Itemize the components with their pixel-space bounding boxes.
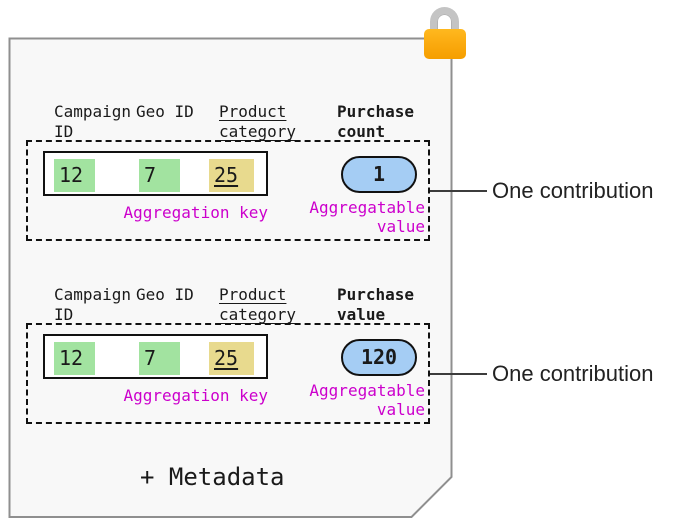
contribution-boundary (26, 140, 430, 241)
metadata-label: + Metadata (140, 463, 285, 491)
column-header-campaign-id: Campaign ID (54, 285, 132, 324)
contribution-record-value: Campaign ID Geo ID Product category Purc… (0, 285, 700, 445)
aggregation-key-box: 12 7 25 (43, 334, 268, 379)
aggregatable-value-label: Aggregatable value (309, 381, 425, 419)
lock-shackle (430, 7, 459, 35)
column-header-geo-id: Geo ID (136, 102, 194, 121)
key-cell-campaign-id: 12 (54, 159, 95, 192)
key-cell-campaign-id: 12 (54, 342, 95, 375)
aggregation-key-label: Aggregation key (123, 386, 269, 405)
aggregation-key-label: Aggregation key (123, 203, 269, 222)
column-header-purchase-count: Purchase count (337, 102, 415, 141)
aggregatable-value-pill: 120 (341, 339, 417, 376)
key-cell-product-category: 25 (209, 159, 254, 192)
connector-line (430, 190, 487, 192)
lock-body (424, 29, 466, 59)
aggregation-key-box: 12 7 25 (43, 151, 268, 196)
contribution-boundary (26, 323, 430, 424)
column-header-product-category: Product category (219, 285, 297, 324)
contribution-annotation: One contribution (492, 178, 654, 203)
key-cell-geo-id: 7 (139, 342, 180, 375)
column-header-campaign-id: Campaign ID (54, 102, 132, 141)
column-header-product-category: Product category (219, 102, 297, 141)
key-cell-geo-id: 7 (139, 159, 180, 192)
aggregatable-value-label: Aggregatable value (309, 198, 425, 236)
key-cell-product-category: 25 (209, 342, 254, 375)
column-header-purchase-value: Purchase value (337, 285, 415, 324)
contribution-record-count: Campaign ID Geo ID Product category Purc… (0, 102, 700, 262)
contribution-annotation: One contribution (492, 361, 654, 386)
aggregatable-value-pill: 1 (341, 156, 417, 193)
aggregatable-value: 1 (372, 162, 386, 186)
connector-line (430, 373, 487, 375)
aggregatable-value: 120 (360, 345, 398, 369)
column-header-geo-id: Geo ID (136, 285, 194, 304)
